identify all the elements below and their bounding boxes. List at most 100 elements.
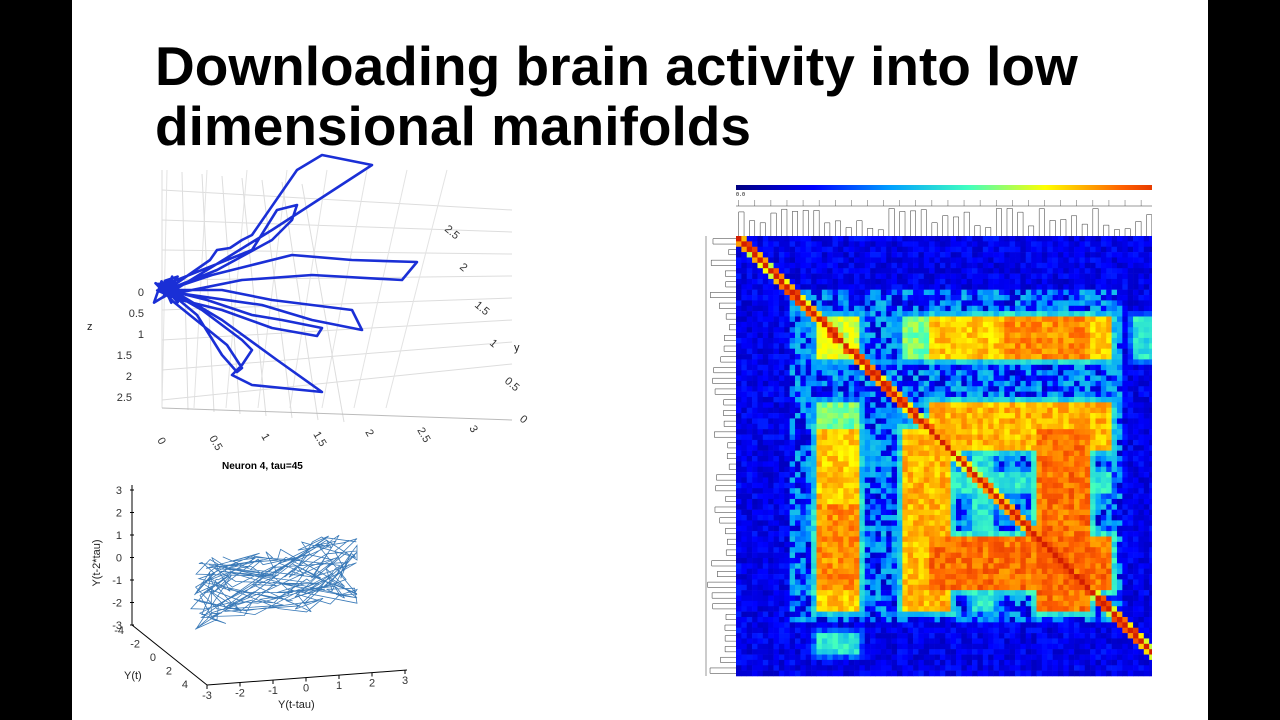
- heatmap-cell: [816, 343, 823, 349]
- heatmap-cell: [961, 429, 968, 435]
- heatmap-cell: [746, 252, 753, 258]
- heatmap-cell: [1063, 413, 1069, 419]
- heatmap-cell: [837, 273, 844, 280]
- heatmap-cell: [1036, 305, 1043, 312]
- heatmap-cell: [929, 236, 935, 242]
- heatmap-cell: [768, 439, 774, 446]
- heatmap-cell: [886, 493, 892, 500]
- heatmap-cell: [1106, 348, 1112, 355]
- heatmap-cell: [1009, 262, 1016, 269]
- heatmap-cell: [1084, 375, 1091, 382]
- heatmap-cell: [736, 445, 742, 451]
- heatmap-cell: [929, 525, 935, 532]
- heatmap-cell: [1111, 370, 1118, 376]
- heatmap-cell: [752, 531, 758, 537]
- heatmap-cell: [950, 525, 957, 532]
- heatmap-cell: [902, 300, 909, 307]
- heatmap-cell: [1057, 498, 1064, 505]
- heatmap-cell: [736, 466, 742, 473]
- heatmap-cell: [977, 262, 984, 269]
- heatmap-cell: [902, 445, 909, 451]
- heatmap-cell: [988, 262, 994, 269]
- x-tick-label: 1: [336, 680, 342, 692]
- heatmap-cell: [1041, 262, 1048, 269]
- heatmap-cell: [923, 241, 930, 248]
- heatmap-cell: [1127, 327, 1134, 333]
- heatmap-cell: [832, 509, 839, 516]
- heatmap-cell: [950, 407, 957, 414]
- heatmap-cell: [966, 289, 973, 296]
- heatmap-cell: [913, 509, 919, 516]
- heatmap-cell: [1015, 289, 1021, 296]
- heatmap-cell: [1074, 370, 1080, 376]
- heatmap-cell: [966, 536, 973, 543]
- heatmap-cell: [832, 273, 839, 280]
- heatmap-cell: [1111, 278, 1118, 285]
- heatmap-cell: [923, 477, 930, 484]
- heatmap-cell: [870, 386, 876, 392]
- heatmap-cell: [859, 321, 866, 328]
- heatmap-cell: [977, 327, 984, 333]
- heatmap-cell: [875, 375, 882, 382]
- heatmap-cell: [1015, 541, 1021, 548]
- heatmap-cell: [768, 423, 774, 430]
- heatmap-cell: [811, 386, 817, 392]
- heatmap-cell: [821, 370, 828, 376]
- heatmap-cell: [918, 386, 925, 392]
- heatmap-cell: [843, 273, 849, 280]
- heatmap-cell: [961, 515, 968, 521]
- heatmap-cell: [1079, 300, 1086, 307]
- heatmap-cell: [939, 407, 946, 414]
- heatmap-cell: [1052, 434, 1059, 441]
- heatmap-cell: [762, 423, 769, 430]
- heatmap-cell: [977, 402, 984, 409]
- heatmap-cell: [843, 311, 849, 317]
- heatmap-cell: [752, 456, 758, 462]
- heatmap-cell: [939, 418, 946, 425]
- heatmap-cell: [805, 541, 812, 548]
- heatmap-cell: [805, 354, 812, 360]
- heatmap-cell: [918, 348, 925, 355]
- heatmap-cell: [1084, 472, 1091, 478]
- heatmap-cell: [993, 429, 1000, 435]
- heatmap-cell: [1004, 289, 1010, 296]
- heatmap-cell: [993, 354, 1000, 360]
- heatmap-cell: [993, 268, 1000, 274]
- heatmap-cell: [811, 466, 817, 473]
- heatmap-cell: [1138, 450, 1145, 457]
- heatmap-cell: [1074, 445, 1080, 451]
- heatmap-cell: [993, 536, 1000, 543]
- heatmap-cell: [998, 273, 1005, 280]
- heatmap-cell: [1031, 337, 1037, 344]
- heatmap-cell: [977, 429, 984, 435]
- heatmap-cell: [977, 343, 984, 349]
- heatmap-cell: [848, 407, 855, 414]
- heatmap-cell: [816, 273, 823, 280]
- heatmap-cell: [1106, 332, 1112, 339]
- heatmap-cell: [768, 472, 774, 478]
- heatmap-cell: [939, 536, 946, 543]
- heatmap-cell: [966, 450, 973, 457]
- heatmap-cell: [896, 268, 903, 274]
- heatmap-cell: [1025, 386, 1032, 392]
- heatmap-cell: [746, 418, 753, 425]
- heatmap-cell: [837, 429, 844, 435]
- heatmap-cell: [757, 364, 764, 371]
- heatmap-cell: [1116, 423, 1123, 430]
- heatmap-cell: [746, 343, 753, 349]
- heatmap-cell: [800, 504, 807, 510]
- heatmap-cell: [1041, 284, 1048, 290]
- heatmap-cell: [902, 337, 909, 344]
- heatmap-cell: [982, 515, 989, 521]
- heatmap-cell: [762, 316, 769, 323]
- heatmap-cell: [1052, 316, 1059, 323]
- heatmap-cell: [1015, 262, 1021, 269]
- heatmap-cell: [1063, 498, 1069, 505]
- heatmap-cell: [1127, 525, 1134, 532]
- heatmap-cell: [784, 466, 790, 473]
- heatmap-cell: [1015, 380, 1021, 387]
- heatmap-cell: [832, 343, 839, 349]
- heatmap-cell: [1020, 300, 1027, 307]
- heatmap-cell: [1116, 289, 1123, 296]
- heatmap-cell: [864, 418, 871, 425]
